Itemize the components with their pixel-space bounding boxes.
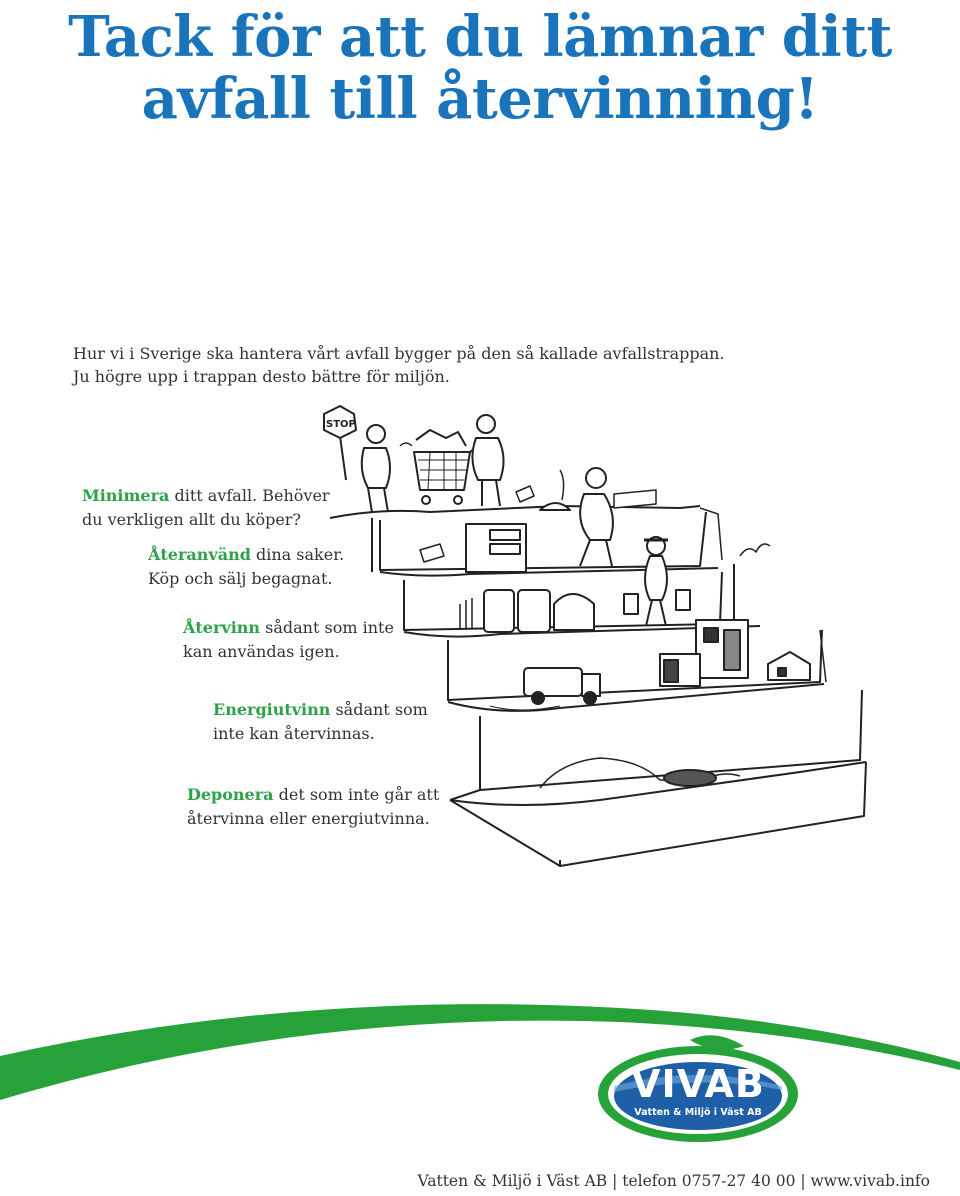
step-keyword: Minimera bbox=[82, 486, 170, 505]
step-text-energiutvinn: Energiutvinn sådant som inte kan återvin… bbox=[213, 698, 428, 746]
waste-staircase-illustration: STOP bbox=[323, 405, 867, 867]
step-5 bbox=[449, 761, 867, 806]
house bbox=[767, 651, 811, 681]
step-text-deponera: Deponera det som inte går att återvinna … bbox=[187, 783, 439, 831]
recycling-container-3 bbox=[553, 593, 595, 631]
landfill-pit bbox=[663, 769, 717, 787]
shopping-cart bbox=[413, 451, 471, 491]
intro-line-2: Ju högre upp i trappan desto bättre för … bbox=[73, 367, 450, 386]
step-line2: kan användas igen. bbox=[183, 642, 340, 661]
step-1 bbox=[329, 505, 701, 519]
step-3 bbox=[403, 625, 761, 638]
step-text-minimera: Minimera ditt avfall. Behöver du verklig… bbox=[82, 484, 330, 532]
step-keyword: Energiutvinn bbox=[213, 700, 331, 719]
step-4 bbox=[447, 683, 825, 712]
vivab-logo bbox=[598, 1035, 798, 1142]
step-keyword: Återanvänd bbox=[148, 545, 251, 564]
title-line-2: avfall till återvinning! bbox=[141, 66, 819, 132]
shopper-1 bbox=[366, 424, 386, 444]
step-line2: du verkligen allt du köper? bbox=[82, 510, 302, 529]
intro-line-1: Hur vi i Sverige ska hantera vårt avfall… bbox=[73, 344, 725, 363]
page-title: Tack för att du lämnar ditt avfall till … bbox=[0, 6, 960, 130]
step-text-atervinn: Återvinn sådant som inte kan användas ig… bbox=[183, 616, 394, 664]
step-line2: inte kan återvinnas. bbox=[213, 724, 375, 743]
step-keyword: Deponera bbox=[187, 785, 274, 804]
step-rest: dina saker. bbox=[250, 545, 345, 564]
step-rest: ditt avfall. Behöver bbox=[169, 486, 330, 505]
stop-sign-pole bbox=[339, 435, 347, 481]
green-wave-decoration bbox=[0, 1004, 960, 1100]
garbage-truck bbox=[523, 667, 583, 697]
step-2 bbox=[379, 567, 719, 577]
recycling-container-1 bbox=[483, 589, 515, 633]
step-rest: sådant som inte bbox=[260, 618, 394, 637]
recycling-container-2 bbox=[517, 589, 551, 633]
step-text-ateranvand: Återanvänd dina saker. Köp och sälj bega… bbox=[148, 543, 344, 591]
step-keyword: Återvinn bbox=[183, 618, 261, 637]
intro-text: Hur vi i Sverige ska hantera vårt avfall… bbox=[73, 342, 833, 388]
step-line2: återvinna eller energiutvinna. bbox=[187, 809, 430, 828]
stop-sign bbox=[323, 405, 357, 439]
step-rest: det som inte går att bbox=[273, 785, 440, 804]
shopper-2 bbox=[476, 414, 496, 434]
landfill-mound bbox=[539, 757, 741, 789]
title-line-1: Tack för att du lämnar ditt bbox=[68, 4, 892, 70]
seller bbox=[585, 467, 607, 489]
footer-contact: Vatten & Miljö i Väst AB | telefon 0757-… bbox=[417, 1172, 930, 1190]
leaf-icon bbox=[690, 1035, 744, 1050]
step-rest: sådant som bbox=[330, 700, 428, 719]
step-line2: Köp och sälj begagnat. bbox=[148, 569, 333, 588]
stop-sign-text: STOP bbox=[326, 419, 356, 430]
